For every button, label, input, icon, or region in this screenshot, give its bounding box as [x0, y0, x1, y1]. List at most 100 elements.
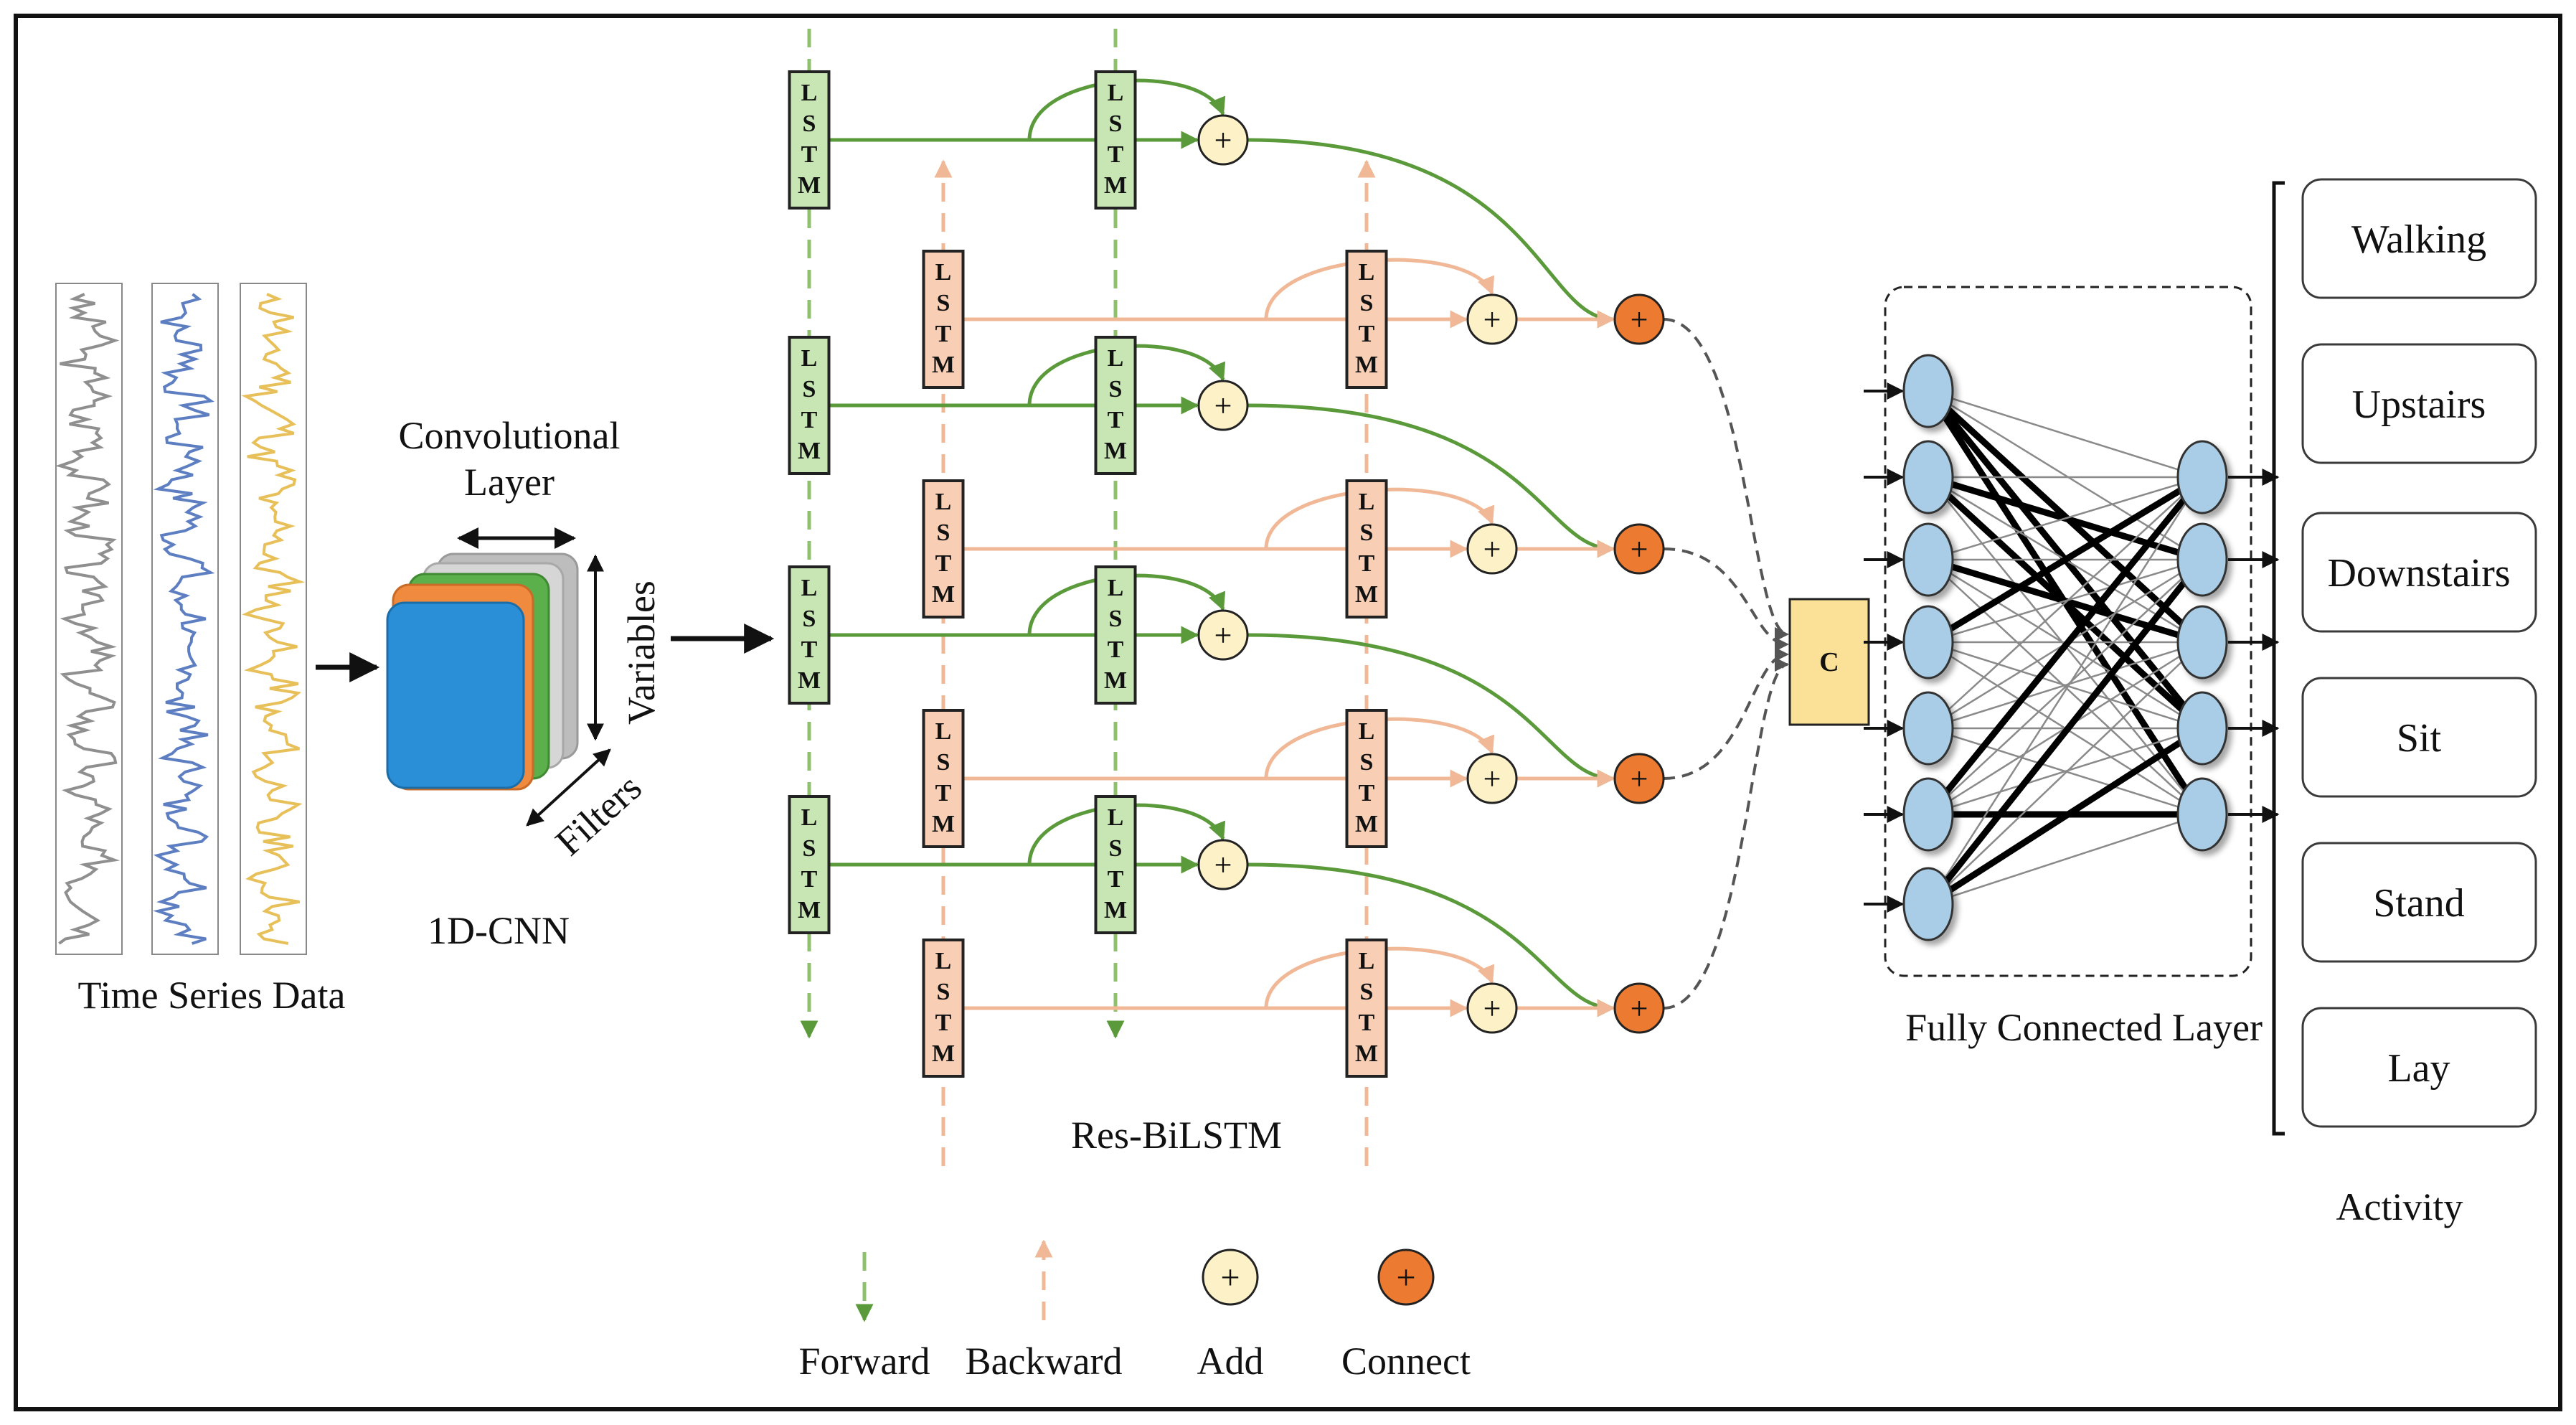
activity-box [2301, 343, 2537, 464]
lstm-backward-cell: LSTM [922, 939, 965, 1078]
lstm-letter: S [803, 110, 816, 137]
filters-arrow [526, 748, 611, 827]
fc-connection [1928, 641, 2203, 905]
lstm-letter: L [1359, 718, 1375, 745]
concat-box [1788, 598, 1870, 726]
lstm-backward-cell: LSTM [922, 479, 965, 619]
add-symbol: + [1631, 761, 1648, 796]
add-symbol: + [1483, 302, 1501, 337]
lstm-letter: L [801, 575, 818, 601]
lstm-letter: T [1359, 780, 1375, 806]
connect-to-concat [1663, 657, 1789, 1010]
lstm-letter: L [935, 489, 952, 515]
lstm-letter: M [798, 172, 821, 199]
lstm-letter: L [801, 804, 818, 831]
lstm-letter: M [798, 897, 821, 923]
outer-frame [14, 14, 2562, 1411]
connect-to-concat [1663, 647, 1789, 780]
activity-item: Walking [2301, 178, 2537, 299]
connect-node: + [1613, 293, 1665, 345]
legend-connect-label: Connect [1341, 1340, 1471, 1383]
fc-connection [1928, 390, 2203, 479]
input-neuron [1902, 777, 1954, 852]
add-node-forward: + [1197, 839, 1249, 890]
activity-name: Upstairs [2352, 382, 2486, 427]
lstm-letter: M [1355, 811, 1378, 837]
activity-label: Activity [2336, 1185, 2463, 1228]
series-line-blue [153, 293, 215, 945]
lstm-forward-cell: LSTM [788, 336, 831, 475]
fc-connection [1926, 725, 2204, 907]
lstm-letter: T [935, 1010, 952, 1036]
lstm-letter: T [1108, 636, 1124, 663]
lstm-letter: L [1108, 804, 1124, 831]
lstm-forward-cell: LSTM [1094, 70, 1137, 210]
legend: Forward Backward + Add + Connect [799, 1239, 1471, 1383]
activity-name: Lay [2387, 1046, 2450, 1091]
lstm-forward-cell: LSTM [1094, 565, 1137, 705]
feature-map-blue [386, 601, 525, 789]
lstm-letter: L [1108, 575, 1124, 601]
lstm-letter: S [1360, 979, 1374, 1005]
activity-name: Walking [2351, 217, 2486, 262]
lstm-letter: T [801, 866, 818, 893]
fc-connection [1928, 641, 2203, 730]
fully-connected-block [1864, 286, 2280, 977]
lstm-letter: L [801, 80, 818, 106]
lstm-letter: T [1108, 141, 1124, 168]
lstm-letter: L [935, 948, 952, 974]
lstm-letter: T [801, 141, 818, 168]
fc-connection [1925, 475, 2205, 817]
forward-to-connect [1247, 403, 1615, 558]
activity-box [2301, 842, 2537, 963]
lstm-letter: S [937, 979, 950, 1005]
input-neuron [1902, 440, 1954, 514]
fc-connection [1925, 558, 2205, 906]
lstm-letter: M [932, 811, 955, 837]
lstm-letter: M [1355, 581, 1378, 608]
lstm-letter: T [1359, 1010, 1375, 1036]
legend-backward-label: Backward [966, 1340, 1123, 1383]
legend-add-icon [1202, 1248, 1259, 1306]
connect-to-concat [1663, 318, 1789, 641]
series-line-gray [55, 293, 121, 945]
fc-connection [1928, 476, 2203, 729]
activity-item: Lay [2301, 1007, 2537, 1128]
conv-layer-label-line1: Convolutional [399, 414, 621, 457]
lstm-letter: M [932, 581, 955, 608]
lstm-letter: M [932, 352, 955, 378]
output-neuron [2176, 440, 2228, 514]
add-symbol: + [1631, 991, 1648, 1026]
fc-connection [1928, 390, 2203, 561]
add-symbol: + [1214, 123, 1232, 158]
add-symbol: + [1483, 991, 1501, 1026]
legend-add-label: Add [1197, 1340, 1264, 1383]
lstm-forward-cell: LSTM [1094, 336, 1137, 475]
lstm-letter: T [1108, 407, 1124, 433]
add-symbol: + [1631, 532, 1648, 567]
add-symbol: + [1214, 847, 1232, 883]
lstm-backward-cell: LSTM [1345, 250, 1388, 389]
fc-connection [1928, 476, 2203, 561]
lstm-forward-cell: LSTM [1094, 795, 1137, 934]
legend-forward-label: Forward [799, 1340, 930, 1383]
lstm-forward-cell: LSTM [788, 70, 831, 210]
lstm-letter: S [937, 749, 950, 776]
res-bilstm-block: LSTMLSTMLSTMLSTM+++LSTMLSTMLSTMLSTM+++LS… [788, 29, 1789, 1166]
lstm-letter: M [798, 667, 821, 694]
lstm-letter: S [1109, 110, 1123, 137]
forward-to-connect [1247, 633, 1615, 788]
lstm-letter: S [1360, 749, 1374, 776]
lstm-letter: S [1360, 290, 1374, 316]
lstm-letter: L [935, 259, 952, 286]
lstm-backward-cell: LSTM [1345, 939, 1388, 1078]
variables-label: Variables [620, 580, 663, 725]
connect-to-concat [1663, 547, 1789, 652]
fc-connection [1928, 727, 2203, 816]
fc-connection [1928, 813, 2203, 906]
lstm-letter: S [1109, 835, 1123, 862]
lstm-letter: T [1359, 550, 1375, 577]
res-bilstm-label: Res-BiLSTM [1071, 1114, 1282, 1157]
activity-item: Upstairs [2301, 343, 2537, 464]
